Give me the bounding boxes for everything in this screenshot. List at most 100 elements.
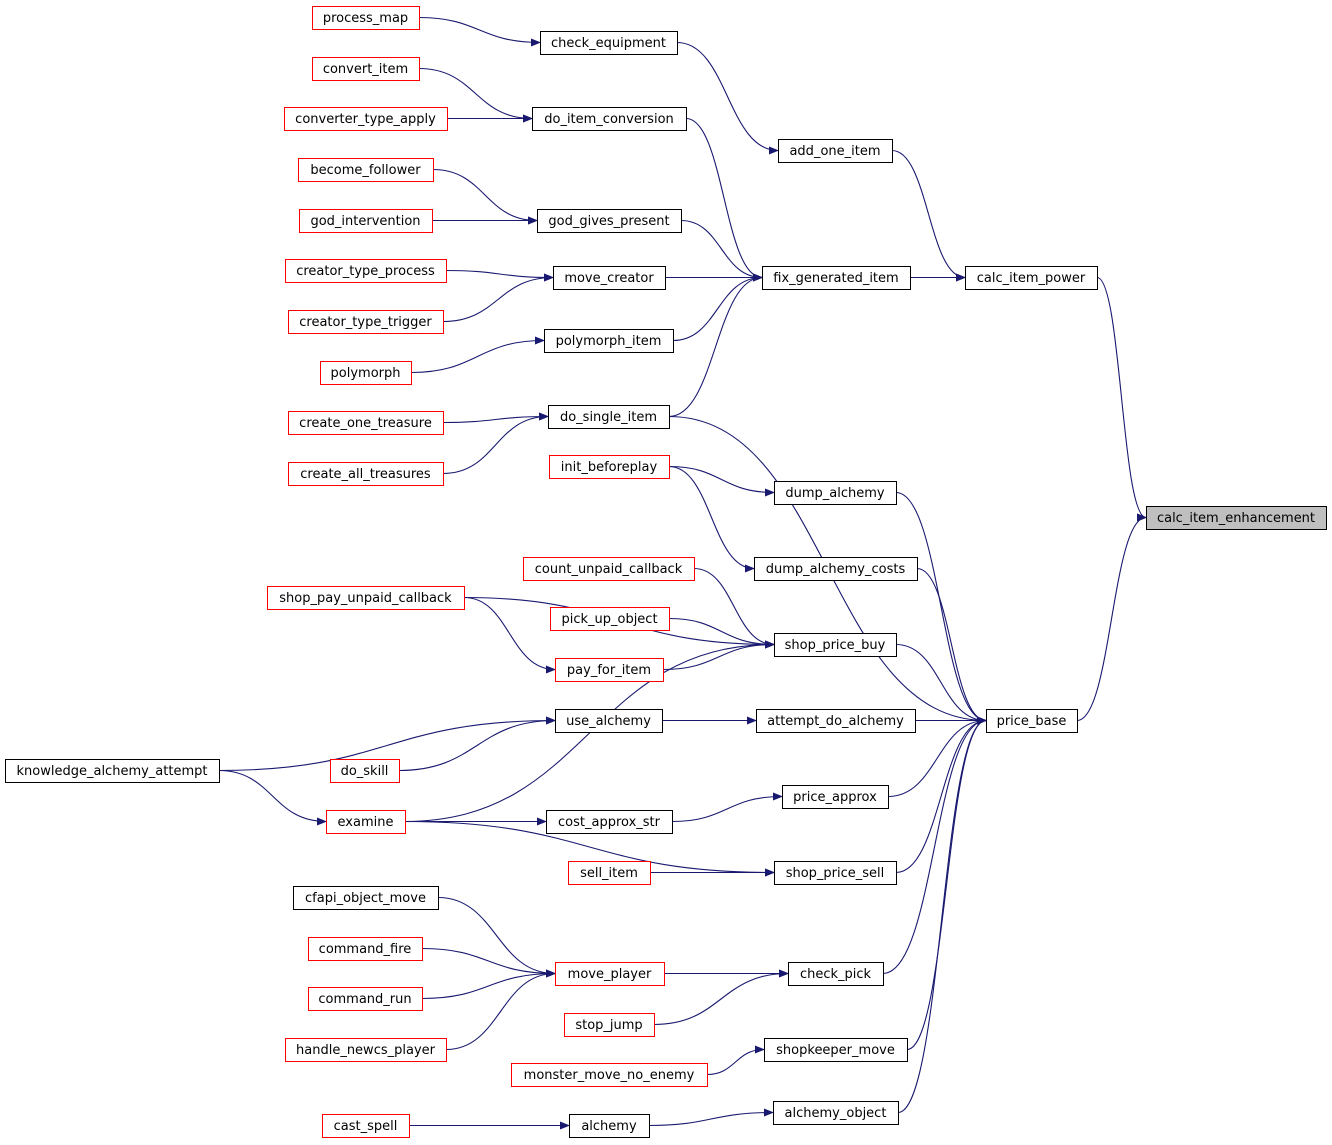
node-creator_type_process[interactable]: creator_type_process bbox=[285, 259, 447, 283]
node-shopkeeper_move[interactable]: shopkeeper_move bbox=[764, 1038, 908, 1062]
node-box[interactable] bbox=[550, 607, 670, 631]
node-box[interactable] bbox=[762, 266, 911, 290]
node-box[interactable] bbox=[285, 259, 447, 283]
node-box[interactable] bbox=[288, 310, 444, 334]
node-do_single_item[interactable]: do_single_item bbox=[548, 405, 670, 429]
node-box[interactable] bbox=[548, 405, 670, 429]
node-box[interactable] bbox=[299, 209, 433, 233]
node-command_run[interactable]: command_run bbox=[308, 987, 423, 1011]
node-box[interactable] bbox=[774, 633, 897, 657]
node-alchemy_object[interactable]: alchemy_object bbox=[773, 1101, 899, 1125]
node-box[interactable] bbox=[774, 481, 897, 505]
node-move_player[interactable]: move_player bbox=[555, 962, 665, 986]
node-god_intervention[interactable]: god_intervention bbox=[299, 209, 433, 233]
node-calc_item_power[interactable]: calc_item_power bbox=[965, 266, 1098, 290]
node-box[interactable] bbox=[774, 861, 897, 885]
node-box[interactable] bbox=[764, 1038, 908, 1062]
node-box[interactable] bbox=[756, 709, 916, 733]
node-box[interactable] bbox=[285, 1038, 447, 1062]
node-box[interactable] bbox=[330, 759, 400, 783]
node-box[interactable] bbox=[540, 31, 678, 55]
node-check_pick[interactable]: check_pick bbox=[788, 962, 884, 986]
node-do_skill[interactable]: do_skill bbox=[330, 759, 400, 783]
node-init_beforeplay[interactable]: init_beforeplay bbox=[549, 455, 670, 479]
node-stop_jump[interactable]: stop_jump bbox=[564, 1013, 655, 1037]
node-price_approx[interactable]: price_approx bbox=[782, 785, 889, 809]
node-box[interactable] bbox=[537, 209, 682, 233]
node-box[interactable] bbox=[544, 329, 674, 353]
node-box[interactable] bbox=[568, 861, 651, 885]
node-box[interactable] bbox=[284, 107, 448, 131]
node-box[interactable] bbox=[569, 1114, 650, 1138]
node-box[interactable] bbox=[312, 57, 420, 81]
node-box[interactable] bbox=[555, 962, 665, 986]
node-cast_spell[interactable]: cast_spell bbox=[322, 1114, 410, 1138]
node-pick_up_object[interactable]: pick_up_object bbox=[550, 607, 670, 631]
node-box[interactable] bbox=[267, 586, 465, 610]
node-box[interactable] bbox=[1146, 506, 1327, 530]
node-box[interactable] bbox=[549, 455, 670, 479]
node-box[interactable] bbox=[5, 759, 220, 783]
node-box[interactable] bbox=[555, 709, 663, 733]
node-box[interactable] bbox=[773, 1101, 899, 1125]
node-use_alchemy[interactable]: use_alchemy bbox=[555, 709, 663, 733]
node-box[interactable] bbox=[523, 557, 695, 581]
node-add_one_item[interactable]: add_one_item bbox=[778, 139, 893, 163]
node-examine[interactable]: examine bbox=[326, 810, 406, 834]
node-box[interactable] bbox=[555, 658, 664, 682]
node-convert_item[interactable]: convert_item bbox=[312, 57, 420, 81]
node-box[interactable] bbox=[326, 810, 406, 834]
node-dump_alchemy_costs[interactable]: dump_alchemy_costs bbox=[754, 557, 918, 581]
node-box[interactable] bbox=[288, 462, 444, 486]
node-box[interactable] bbox=[532, 107, 687, 131]
node-box[interactable] bbox=[322, 1114, 410, 1138]
node-check_equipment[interactable]: check_equipment bbox=[540, 31, 678, 55]
node-box[interactable] bbox=[553, 266, 666, 290]
node-box[interactable] bbox=[288, 411, 444, 435]
node-command_fire[interactable]: command_fire bbox=[308, 937, 423, 961]
node-box[interactable] bbox=[293, 886, 439, 910]
node-shop_pay_unpaid_callback[interactable]: shop_pay_unpaid_callback bbox=[267, 586, 465, 610]
node-create_one_treasure[interactable]: create_one_treasure bbox=[288, 411, 444, 435]
node-polymorph[interactable]: polymorph bbox=[320, 361, 412, 385]
node-converter_type_apply[interactable]: converter_type_apply bbox=[284, 107, 448, 131]
node-attempt_do_alchemy[interactable]: attempt_do_alchemy bbox=[756, 709, 916, 733]
node-process_map[interactable]: process_map bbox=[312, 6, 420, 30]
node-god_gives_present[interactable]: god_gives_present bbox=[537, 209, 682, 233]
node-shop_price_buy[interactable]: shop_price_buy bbox=[774, 633, 897, 657]
node-become_follower[interactable]: become_follower bbox=[298, 158, 434, 182]
node-price_base[interactable]: price_base bbox=[986, 709, 1078, 733]
node-pay_for_item[interactable]: pay_for_item bbox=[555, 658, 664, 682]
node-do_item_conversion[interactable]: do_item_conversion bbox=[532, 107, 687, 131]
node-polymorph_item[interactable]: polymorph_item bbox=[544, 329, 674, 353]
node-box[interactable] bbox=[754, 557, 918, 581]
node-knowledge_alchemy_attempt[interactable]: knowledge_alchemy_attempt bbox=[5, 759, 220, 783]
node-calc_item_enhancement[interactable]: calc_item_enhancement bbox=[1146, 506, 1327, 530]
node-box[interactable] bbox=[965, 266, 1098, 290]
node-create_all_treasures[interactable]: create_all_treasures bbox=[288, 462, 444, 486]
node-shop_price_sell[interactable]: shop_price_sell bbox=[774, 861, 897, 885]
node-cost_approx_str[interactable]: cost_approx_str bbox=[546, 810, 673, 834]
node-fix_generated_item[interactable]: fix_generated_item bbox=[762, 266, 911, 290]
node-box[interactable] bbox=[308, 937, 423, 961]
node-box[interactable] bbox=[546, 810, 673, 834]
node-box[interactable] bbox=[312, 6, 420, 30]
node-box[interactable] bbox=[320, 361, 412, 385]
node-box[interactable] bbox=[782, 785, 889, 809]
node-box[interactable] bbox=[511, 1063, 708, 1087]
node-creator_type_trigger[interactable]: creator_type_trigger bbox=[288, 310, 444, 334]
node-sell_item[interactable]: sell_item bbox=[568, 861, 651, 885]
node-box[interactable] bbox=[986, 709, 1078, 733]
node-count_unpaid_callback[interactable]: count_unpaid_callback bbox=[523, 557, 695, 581]
node-box[interactable] bbox=[788, 962, 884, 986]
node-dump_alchemy[interactable]: dump_alchemy bbox=[774, 481, 897, 505]
node-alchemy[interactable]: alchemy bbox=[569, 1114, 650, 1138]
node-monster_move_no_enemy[interactable]: monster_move_no_enemy bbox=[511, 1063, 708, 1087]
node-cfapi_object_move[interactable]: cfapi_object_move bbox=[293, 886, 439, 910]
node-box[interactable] bbox=[298, 158, 434, 182]
node-box[interactable] bbox=[778, 139, 893, 163]
node-box[interactable] bbox=[564, 1013, 655, 1037]
node-box[interactable] bbox=[308, 987, 423, 1011]
node-move_creator[interactable]: move_creator bbox=[553, 266, 666, 290]
node-handle_newcs_player[interactable]: handle_newcs_player bbox=[285, 1038, 447, 1062]
